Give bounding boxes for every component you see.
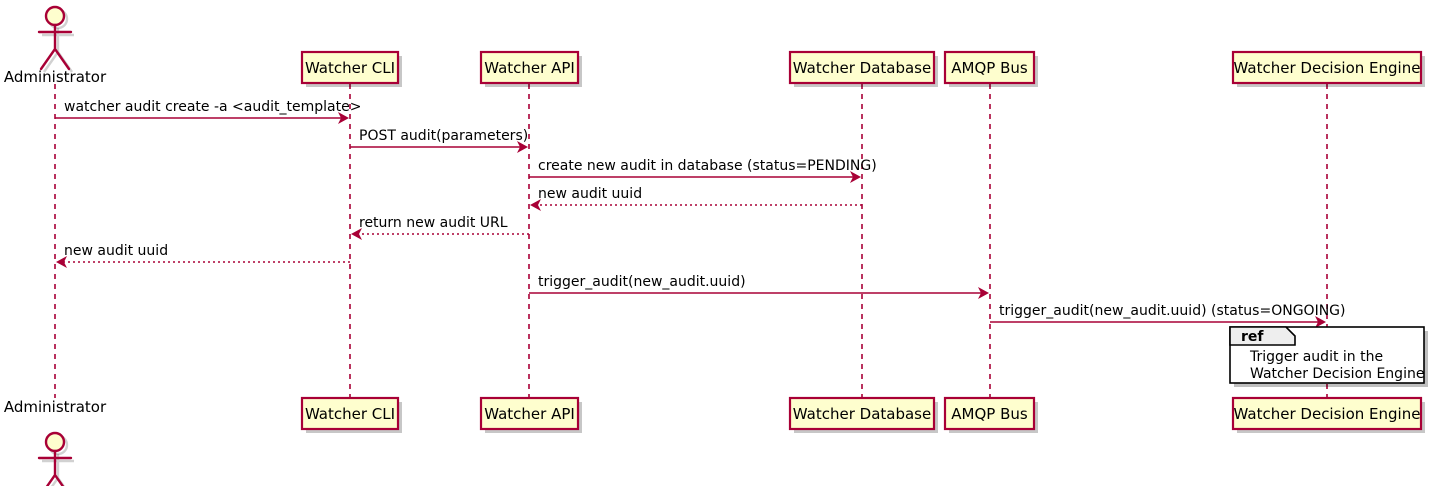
actor-head	[44, 431, 66, 453]
participant-label: Watcher API	[484, 405, 575, 423]
actor-body-shadow	[42, 454, 74, 486]
message-label: new audit uuid	[64, 243, 168, 259]
ref-text-line: Watcher Decision Engine	[1250, 366, 1424, 382]
message-label: trigger_audit(new_audit.uuid) (status=ON…	[999, 303, 1345, 319]
message-arrowhead	[351, 228, 362, 240]
message-arrowhead	[850, 171, 861, 183]
participant-box	[1231, 396, 1423, 431]
participant-watcher-cli-bottom[interactable]: Watcher CLI	[300, 396, 402, 433]
message-arrowhead	[530, 199, 541, 211]
message-1[interactable]: watcher audit create -a <audit_template>	[55, 99, 361, 124]
participant-label: Watcher CLI	[305, 59, 395, 77]
message-arrowhead	[56, 256, 67, 268]
message-label: POST audit(parameters)	[359, 128, 528, 144]
message-7[interactable]: trigger_audit(new_audit.uuid)	[529, 274, 989, 299]
lifelines-group	[54, 84, 1328, 398]
participant-box	[788, 50, 936, 85]
actor-label: Administrator	[4, 68, 107, 86]
participant-box	[943, 50, 1036, 85]
participant-box	[479, 50, 580, 85]
participant-amqp-bus-top[interactable]: AMQP Bus	[943, 50, 1038, 87]
participant-label: Watcher Database	[793, 405, 931, 423]
participant-box	[943, 396, 1036, 431]
participant-amqp-bus-bottom[interactable]: AMQP Bus	[943, 396, 1038, 433]
participant-label: Watcher Database	[793, 59, 931, 77]
message-label: return new audit URL	[359, 215, 508, 231]
participant-box	[788, 396, 936, 431]
actor-body	[37, 23, 73, 71]
message-5[interactable]: return new audit URL	[351, 215, 529, 240]
ref-text-line: Trigger audit in the	[1249, 349, 1383, 365]
actor-administrator-bottom[interactable]: Administrator	[4, 398, 107, 486]
participant-label: Watcher CLI	[305, 405, 395, 423]
participant-label: Watcher API	[484, 59, 575, 77]
participant-label: AMQP Bus	[951, 405, 1028, 423]
message-label: watcher audit create -a <audit_template>	[64, 99, 361, 115]
message-8[interactable]: trigger_audit(new_audit.uuid) (status=ON…	[990, 303, 1345, 328]
participant-box	[300, 396, 400, 431]
message-6[interactable]: new audit uuid	[56, 243, 350, 268]
actor-head	[44, 5, 66, 27]
actor-body-shadow	[42, 28, 74, 73]
participant-label: Watcher Decision Engine	[1234, 59, 1421, 77]
message-arrowhead	[978, 287, 989, 299]
message-3[interactable]: create new audit in database (status=PEN…	[529, 158, 877, 183]
ref-operator-label: ref	[1241, 329, 1264, 345]
actor-body	[37, 449, 73, 486]
message-4[interactable]: new audit uuid	[530, 186, 862, 211]
message-arrowhead	[338, 112, 349, 124]
participant-watcher-database-top[interactable]: Watcher Database	[788, 50, 938, 87]
participant-watcher-decision-engine-bottom[interactable]: Watcher Decision Engine	[1231, 396, 1425, 433]
message-label: trigger_audit(new_audit.uuid)	[538, 274, 746, 290]
message-arrowhead	[1315, 316, 1326, 328]
participant-label: AMQP Bus	[951, 59, 1028, 77]
participant-watcher-api-bottom[interactable]: Watcher API	[479, 396, 582, 433]
participant-box	[300, 50, 400, 85]
message-arrowhead	[517, 141, 528, 153]
participants-group: Watcher CLI Watcher CLI Watcher API Watcher…	[300, 50, 1425, 433]
actor-administrator-top[interactable]: Administrator	[4, 5, 107, 86]
participant-watcher-decision-engine-top[interactable]: Watcher Decision Engine	[1231, 50, 1425, 87]
messages-group: watcher audit create -a <audit_template>…	[55, 99, 1345, 328]
participant-box	[479, 396, 580, 431]
message-label: new audit uuid	[538, 186, 642, 202]
participant-watcher-cli-top[interactable]: Watcher CLI	[300, 50, 402, 87]
participant-box	[1231, 50, 1423, 85]
participant-watcher-database-bottom[interactable]: Watcher Database	[788, 396, 938, 433]
ref-tab	[1229, 326, 1296, 346]
participant-label: Watcher Decision Engine	[1234, 405, 1421, 423]
message-2[interactable]: POST audit(parameters)	[350, 128, 528, 153]
participant-watcher-api-top[interactable]: Watcher API	[479, 50, 582, 87]
message-label: create new audit in database (status=PEN…	[538, 158, 877, 174]
actor-label: Administrator	[4, 398, 107, 416]
